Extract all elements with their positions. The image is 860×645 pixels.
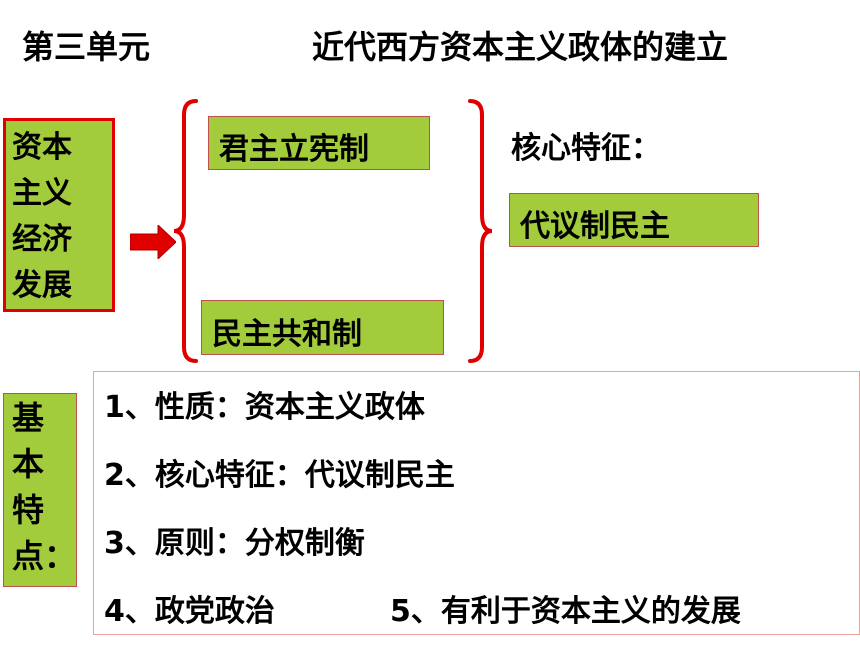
topic-title: 近代西方资本主义政体的建立	[312, 28, 729, 66]
basic-features-label-line: 基	[12, 399, 45, 437]
representative-democracy-label: 代议制民主	[520, 209, 670, 244]
left-brace-icon	[173, 99, 198, 363]
feature-item: 5、有利于资本主义的发展	[390, 594, 741, 629]
basic-features-label-box: 基 本 特 点：	[3, 393, 77, 587]
economy-line: 发展	[12, 268, 72, 303]
democratic-republic-box: 民主共和制	[201, 300, 444, 355]
core-feature-label: 核心特征：	[511, 131, 661, 166]
economy-box: 资本 主义 经济 发展	[3, 118, 115, 312]
feature-item: 1、性质：资本主义政体	[104, 390, 425, 425]
basic-features-label-line: 点：	[12, 537, 77, 575]
feature-item: 2、核心特征：代议制民主	[104, 458, 455, 493]
economy-line: 资本	[12, 130, 72, 165]
right-arrow-icon	[130, 225, 176, 259]
economy-line: 经济	[12, 222, 72, 257]
constitutional-monarchy-label: 君主立宪制	[219, 132, 369, 167]
economy-line: 主义	[12, 176, 72, 211]
feature-item: 4、政党政治	[104, 594, 275, 629]
democratic-republic-label: 民主共和制	[212, 317, 362, 352]
feature-item: 3、原则：分权制衡	[104, 526, 365, 561]
unit-title: 第三单元	[22, 28, 151, 66]
basic-features-list: 1、性质：资本主义政体 2、核心特征：代议制民主 3、原则：分权制衡 4、政党政…	[93, 371, 860, 635]
basic-features-label-line: 特	[12, 491, 45, 529]
representative-democracy-box: 代议制民主	[509, 193, 759, 247]
right-brace-icon	[468, 99, 493, 363]
constitutional-monarchy-box: 君主立宪制	[208, 116, 430, 170]
basic-features-label-line: 本	[12, 445, 45, 483]
